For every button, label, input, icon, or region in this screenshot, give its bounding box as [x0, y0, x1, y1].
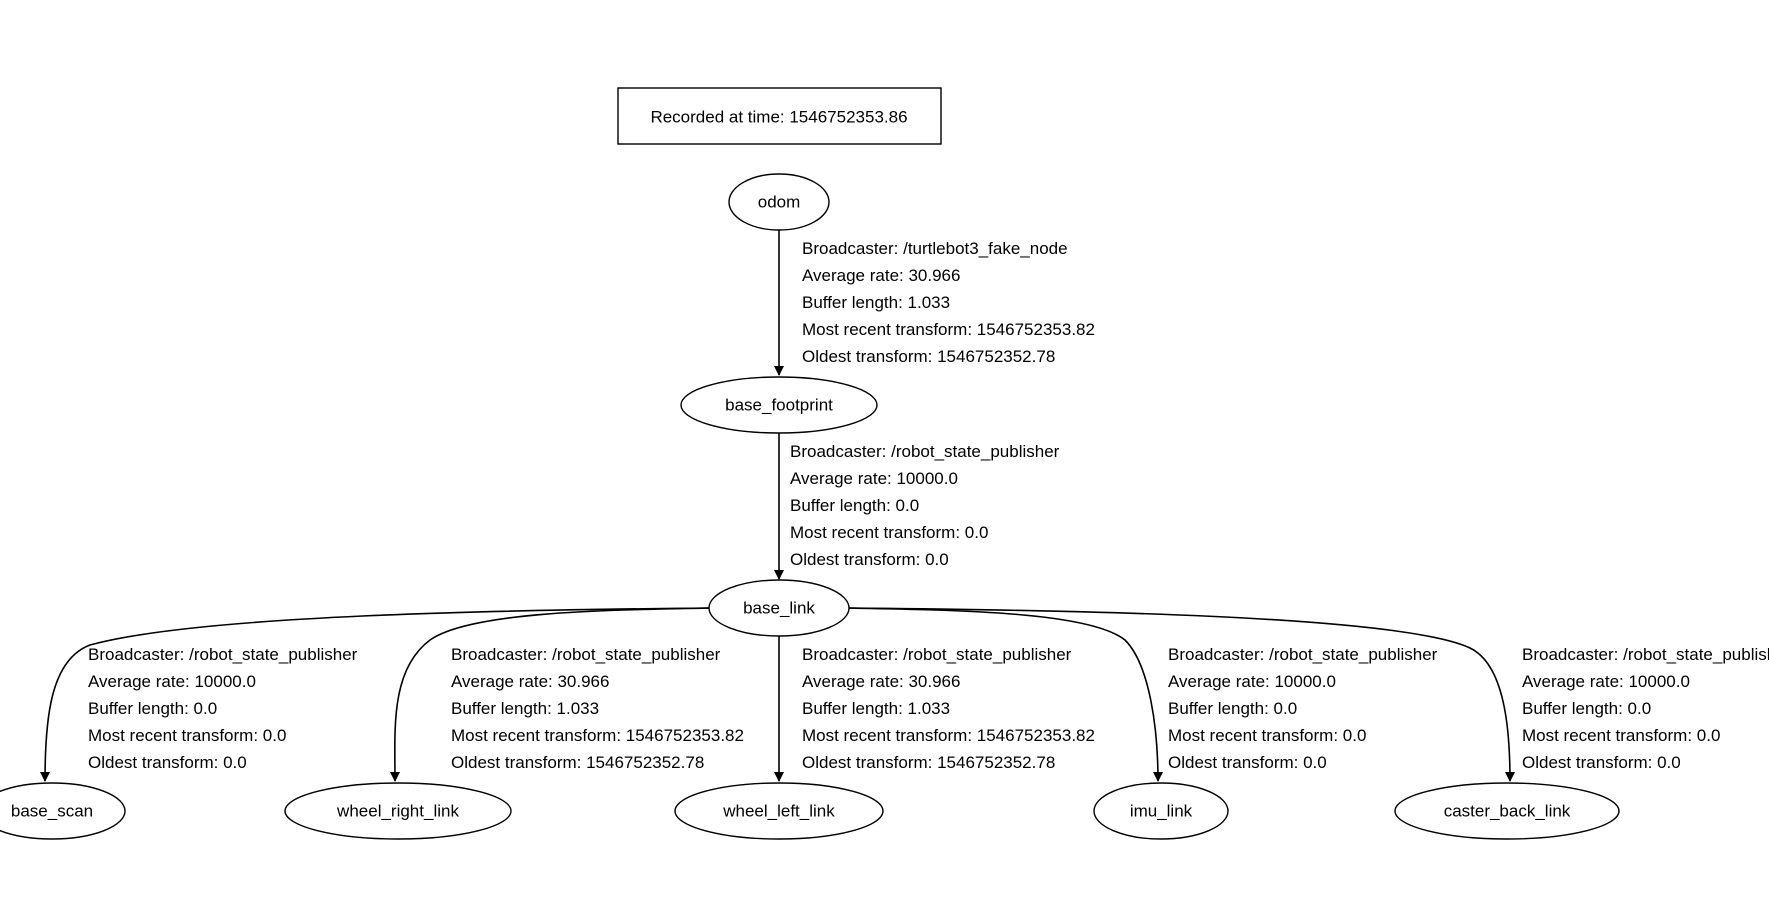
edge-label-line: Most recent transform: 0.0 [88, 726, 286, 745]
edge-label-line: Buffer length: 0.0 [1168, 699, 1297, 718]
edge-label-line: Average rate: 30.966 [802, 266, 960, 285]
edge-label-line: Oldest transform: 1546752352.78 [802, 347, 1055, 366]
node-label-odom: odom [758, 193, 801, 212]
edge-label-base-link-to-caster-back-link: Broadcaster: /robot_state_publisher Aver… [1522, 645, 1769, 772]
node-wheel-left-link[interactable]: wheel_left_link [674, 782, 884, 840]
node-label-base-footprint: base_footprint [725, 396, 833, 415]
edge-label-line: Oldest transform: 0.0 [88, 753, 247, 772]
edge-label-line: Average rate: 10000.0 [790, 469, 958, 488]
edge-label-line: Most recent transform: 0.0 [1522, 726, 1720, 745]
edge-label-line: Oldest transform: 0.0 [1168, 753, 1327, 772]
edge-label-line: Average rate: 10000.0 [1522, 672, 1690, 691]
node-label-imu-link: imu_link [1130, 802, 1193, 821]
edge-label-line: Broadcaster: /robot_state_publisher [451, 645, 721, 664]
edge-label-line: Buffer length: 0.0 [790, 496, 919, 515]
edge-label-base-link-to-wheel-left-link: Broadcaster: /robot_state_publisher Aver… [802, 645, 1095, 772]
edge-label-line: Most recent transform: 1546752353.82 [802, 726, 1095, 745]
node-caster-back-link[interactable]: caster_back_link [1394, 782, 1620, 840]
edge-label-line: Most recent transform: 0.0 [1168, 726, 1366, 745]
edge-label-line: Buffer length: 1.033 [802, 699, 950, 718]
edge-label-line: Buffer length: 0.0 [88, 699, 217, 718]
edge-label-line: Broadcaster: /robot_state_publisher [790, 442, 1060, 461]
edge-label-base-link-to-base-scan: Broadcaster: /robot_state_publisher Aver… [88, 645, 358, 772]
recorded-time-box: Recorded at time: 1546752353.86 [617, 87, 942, 145]
node-base-footprint[interactable]: base_footprint [680, 376, 878, 434]
edge-label-line: Buffer length: 1.033 [451, 699, 599, 718]
edge-label-line: Average rate: 10000.0 [1168, 672, 1336, 691]
edge-label-base-footprint-to-base-link: Broadcaster: /robot_state_publisher Aver… [790, 442, 1060, 569]
node-label-base-scan: base_scan [11, 802, 93, 821]
edge-label-line: Broadcaster: /robot_state_publisher [88, 645, 358, 664]
edge-label-line: Buffer length: 0.0 [1522, 699, 1651, 718]
node-odom[interactable]: odom [728, 173, 830, 231]
node-label-wheel-left-link: wheel_left_link [722, 802, 835, 821]
node-wheel-right-link[interactable]: wheel_right_link [284, 782, 512, 840]
edge-label-line: Most recent transform: 1546752353.82 [802, 320, 1095, 339]
edge-label-base-link-to-imu-link: Broadcaster: /robot_state_publisher Aver… [1168, 645, 1438, 772]
node-label-base-link: base_link [743, 599, 815, 618]
edge-base-link-to-caster-back-link [847, 607, 1515, 782]
node-base-scan[interactable]: base_scan [0, 782, 126, 840]
node-label-wheel-right-link: wheel_right_link [336, 802, 459, 821]
edge-label-line: Broadcaster: /turtlebot3_fake_node [802, 239, 1068, 258]
edge-label-base-link-to-wheel-right-link: Broadcaster: /robot_state_publisher Aver… [451, 645, 744, 772]
edge-base-link-to-wheel-right-link [389, 607, 713, 782]
node-base-link[interactable]: base_link [708, 579, 850, 637]
edge-label-line: Broadcaster: /robot_state_publisher [1168, 645, 1438, 664]
edge-label-line: Average rate: 30.966 [802, 672, 960, 691]
edge-label-line: Average rate: 30.966 [451, 672, 609, 691]
edge-label-line: Oldest transform: 0.0 [1522, 753, 1681, 772]
edge-label-line: Oldest transform: 1546752352.78 [451, 753, 704, 772]
edge-label-line: Oldest transform: 1546752352.78 [802, 753, 1055, 772]
edge-base-link-to-base-scan [40, 607, 711, 782]
edge-label-line: Oldest transform: 0.0 [790, 550, 949, 569]
edge-label-line: Broadcaster: /robot_state_publisher [802, 645, 1072, 664]
edge-label-line: Average rate: 10000.0 [88, 672, 256, 691]
edge-base-link-to-imu-link [845, 607, 1163, 782]
node-imu-link[interactable]: imu_link [1093, 782, 1229, 840]
edge-label-line: Most recent transform: 0.0 [790, 523, 988, 542]
edge-label-odom-to-base-footprint: Broadcaster: /turtlebot3_fake_node Avera… [802, 239, 1095, 366]
recorded-time-label: Recorded at time: 1546752353.86 [650, 108, 907, 127]
edge-label-line: Most recent transform: 1546752353.82 [451, 726, 744, 745]
edges [40, 230, 1515, 782]
node-label-caster-back-link: caster_back_link [1444, 802, 1571, 821]
edge-label-line: Broadcaster: /robot_state_publisher [1522, 645, 1769, 664]
edge-label-line: Buffer length: 1.033 [802, 293, 950, 312]
